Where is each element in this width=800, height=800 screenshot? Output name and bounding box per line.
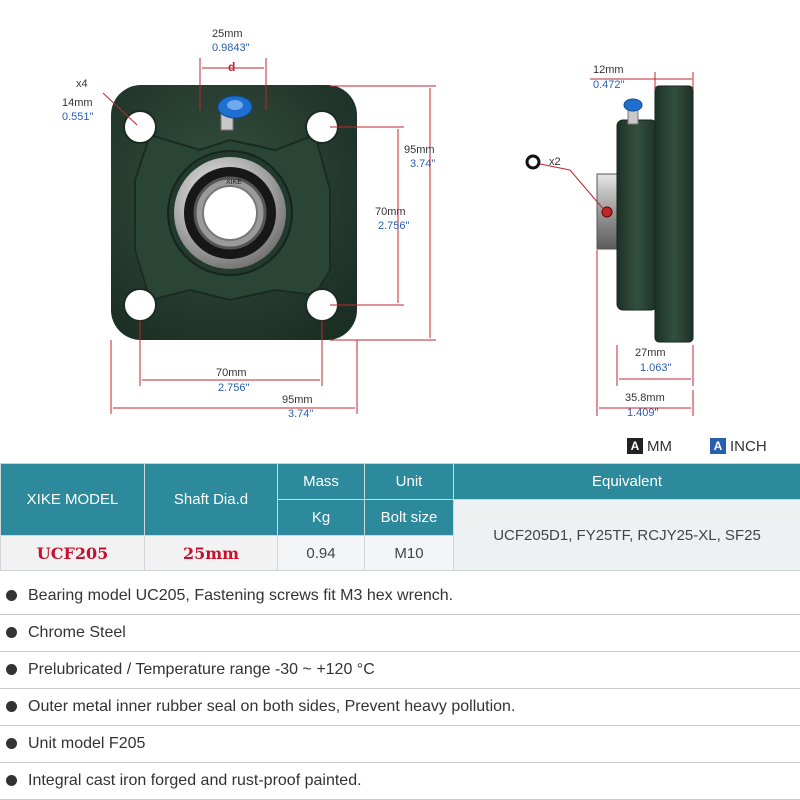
technical-drawing: XIKE bbox=[102, 58, 694, 416]
hole-dim-in: 0.551" bbox=[62, 111, 94, 123]
width-outer-mm: 95mm bbox=[282, 394, 313, 406]
set-screw-count: x2 bbox=[549, 156, 561, 168]
flange-thickness-mm: 12mm bbox=[593, 64, 624, 76]
shaft-value: 25mm bbox=[144, 535, 278, 571]
bore-symbol: d bbox=[228, 60, 236, 74]
set-screw-icon bbox=[525, 154, 541, 170]
model-value: UCF205 bbox=[0, 535, 145, 571]
mm-label: MM bbox=[647, 437, 672, 455]
bolt-size-value: M10 bbox=[364, 535, 454, 571]
inch-label: INCH bbox=[730, 437, 767, 455]
total-depth-in: 1.409" bbox=[627, 407, 659, 419]
bore-dim-in: 0.9843" bbox=[212, 42, 250, 54]
legend-mm: A MM bbox=[627, 436, 672, 456]
bullet-icon bbox=[6, 775, 17, 786]
hole-dim-mm: 14mm bbox=[62, 97, 93, 109]
body-depth-in: 1.063" bbox=[640, 362, 672, 374]
feature-text: Prelubricated / Temperature range -30 ~ … bbox=[28, 660, 375, 678]
header-mass: Mass bbox=[277, 463, 365, 500]
header-equivalent: Equivalent bbox=[453, 463, 800, 500]
feature-item: Prelubricated / Temperature range -30 ~ … bbox=[0, 651, 800, 689]
height-outer-mm: 95mm bbox=[404, 144, 435, 156]
feature-item: Chrome Steel bbox=[0, 614, 800, 652]
bullet-icon bbox=[6, 701, 17, 712]
bolt-hole bbox=[123, 110, 157, 144]
housing-front-view: XIKE bbox=[111, 85, 357, 340]
flange-thickness-in: 0.472" bbox=[593, 79, 625, 91]
header-shaft: Shaft Dia.d bbox=[144, 463, 278, 536]
grease-fitting bbox=[217, 95, 253, 131]
feature-item: Unit model F205 bbox=[0, 725, 800, 763]
legend-inch: A INCH bbox=[710, 436, 767, 456]
bullet-icon bbox=[6, 738, 17, 749]
total-depth-mm: 35.8mm bbox=[625, 392, 665, 404]
mm-badge: A bbox=[627, 438, 643, 454]
feature-text: Bearing model UC205, Fastening screws fi… bbox=[28, 586, 454, 604]
header-mass-unit: Kg bbox=[277, 499, 365, 536]
width-inner-mm: 70mm bbox=[216, 367, 247, 379]
dimension-lines bbox=[102, 58, 694, 416]
housing-side-view bbox=[596, 85, 694, 343]
height-inner-mm: 70mm bbox=[375, 206, 406, 218]
feature-item: Outer metal inner rubber seal on both si… bbox=[0, 688, 800, 726]
height-outer-in: 3.74" bbox=[410, 158, 436, 170]
header-model: XIKE MODEL bbox=[0, 463, 145, 536]
feature-text: Outer metal inner rubber seal on both si… bbox=[28, 697, 516, 715]
brand-mark: XIKE bbox=[226, 179, 242, 186]
bore-dim-mm: 25mm bbox=[212, 28, 243, 40]
feature-item: Integral cast iron forged and rust-proof… bbox=[0, 762, 800, 800]
feature-text: Chrome Steel bbox=[28, 623, 126, 641]
inch-badge: A bbox=[710, 438, 726, 454]
feature-text: Unit model F205 bbox=[28, 734, 146, 752]
spec-table: XIKE MODEL Shaft Dia.d Mass Unit Equival… bbox=[0, 463, 800, 571]
bullet-icon bbox=[6, 590, 17, 601]
mass-value: 0.94 bbox=[277, 535, 365, 571]
bullet-icon bbox=[6, 627, 17, 638]
height-inner-in: 2.756" bbox=[378, 220, 410, 232]
feature-text: Integral cast iron forged and rust-proof… bbox=[28, 771, 362, 789]
shaft-bore bbox=[202, 185, 258, 241]
feature-item: Bearing model UC205, Fastening screws fi… bbox=[0, 577, 800, 615]
width-outer-in: 3.74" bbox=[288, 408, 314, 420]
body-depth-mm: 27mm bbox=[635, 347, 666, 359]
hole-count: x4 bbox=[76, 78, 88, 90]
bullet-icon bbox=[6, 664, 17, 675]
header-unit: Unit bbox=[364, 463, 454, 500]
width-inner-in: 2.756" bbox=[218, 382, 250, 394]
bolt-hole bbox=[123, 288, 157, 322]
header-bolt-size: Bolt size bbox=[364, 499, 454, 536]
equivalent-models: UCF205D1, FY25TF, RCJY25-XL, SF25 bbox=[453, 499, 800, 571]
